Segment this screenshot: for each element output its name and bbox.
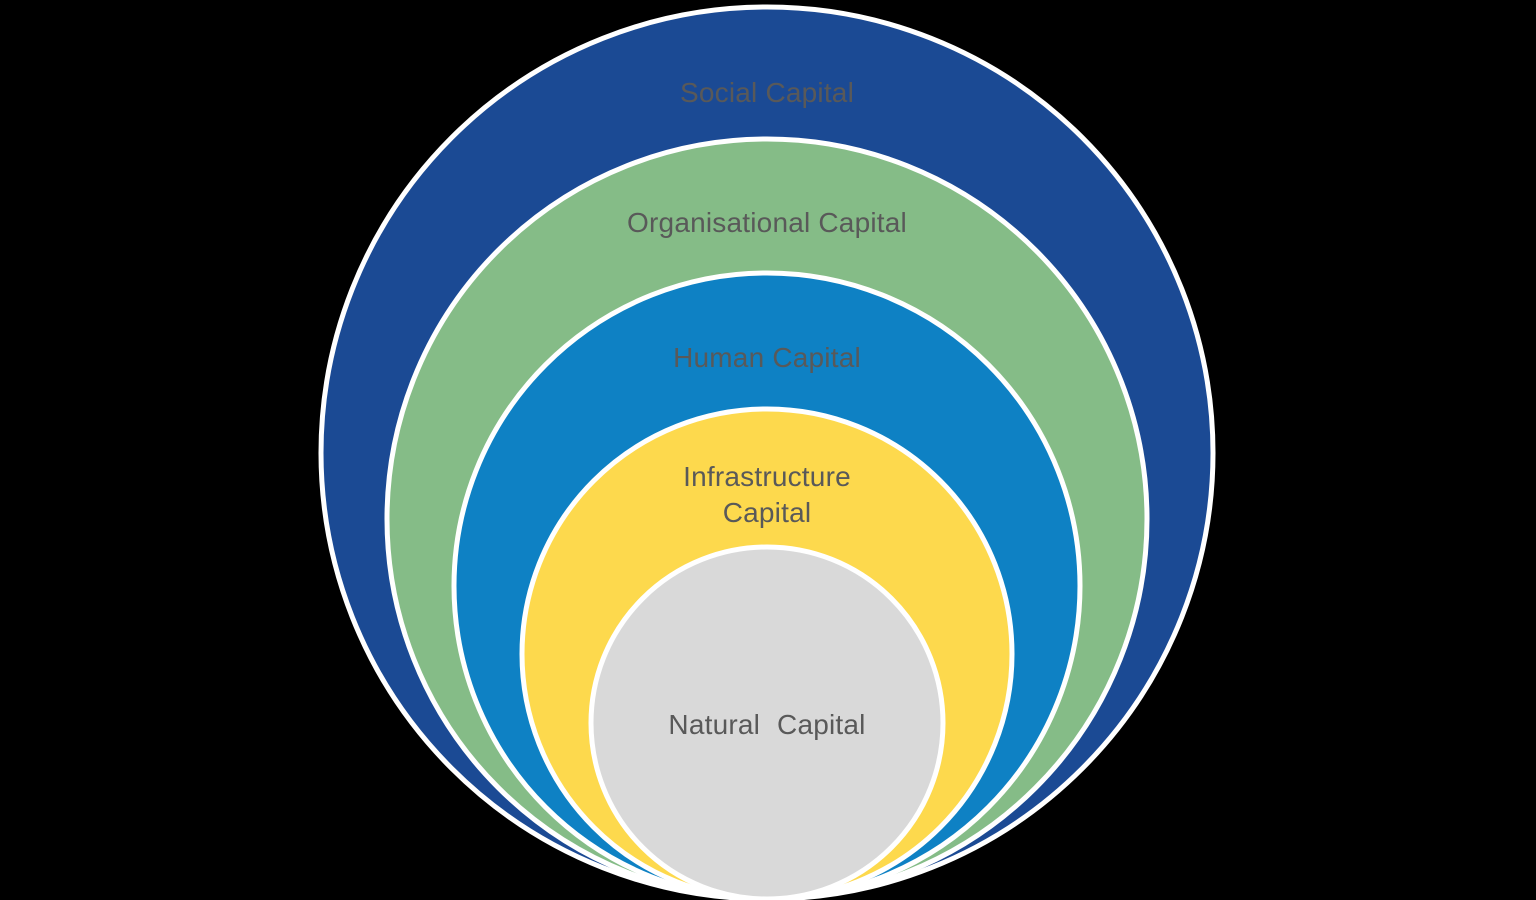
label-human-capital: Human Capital xyxy=(673,342,861,373)
label-natural-capital: Natural Capital xyxy=(668,709,866,740)
label-organisational-capital: Organisational Capital xyxy=(627,207,907,238)
label-infrastructure-capital: Infrastructure Capital xyxy=(683,461,851,528)
label-social-capital: Social Capital xyxy=(680,77,854,108)
ring-natural-capital xyxy=(588,544,946,900)
